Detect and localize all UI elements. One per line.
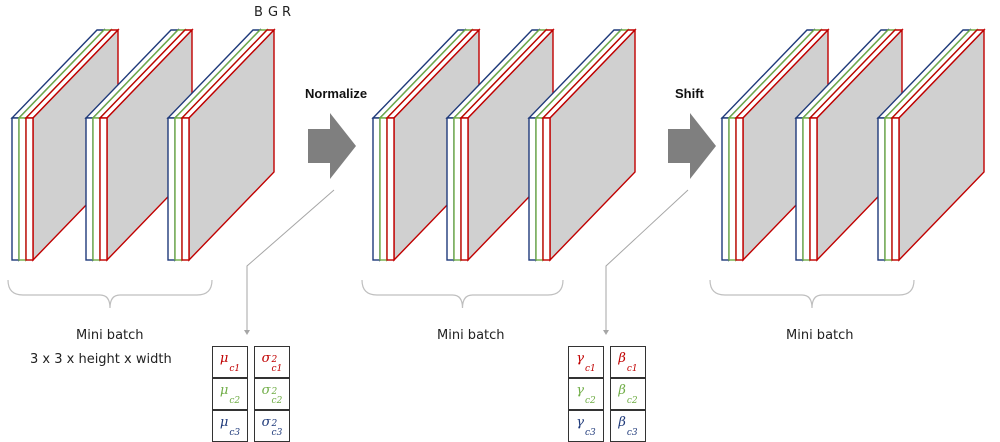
sample-volume	[794, 28, 904, 262]
channel-slab-front	[802, 117, 811, 261]
batch-brace	[709, 279, 915, 309]
channel-slab-front	[18, 117, 27, 261]
sample-volume	[720, 28, 830, 262]
channel-letter-r: R	[282, 5, 292, 20]
channel-slab-front	[721, 117, 730, 261]
leader-arrowhead	[244, 330, 250, 335]
sample-volume	[166, 28, 276, 262]
batch-brace	[7, 279, 213, 309]
batch-1-subcaption: 3 x 3 x height x width	[30, 352, 172, 367]
channel-slab-front	[884, 117, 893, 261]
leader-lines	[244, 189, 689, 335]
channel-slab-front	[728, 117, 737, 261]
batch-1-caption: Mini batch	[76, 328, 144, 343]
channel-slab-front	[174, 117, 183, 261]
symbol-cell: μ c3	[212, 410, 248, 442]
symbol-cell: β c3	[610, 410, 646, 442]
channel-slab-front	[528, 117, 537, 261]
batch-2-caption: Mini batch	[437, 328, 505, 343]
channel-slab-front	[460, 117, 469, 261]
sample-volume	[527, 28, 637, 262]
channel-slab-front	[535, 117, 544, 261]
channel-slab-front	[85, 117, 94, 261]
symbol-cell: γ c1	[568, 346, 604, 378]
channel-slab-front	[11, 117, 20, 261]
channel-slab-front	[809, 117, 818, 261]
sample-volume	[445, 28, 555, 262]
channel-slab-front	[379, 117, 388, 261]
channel-slab-front	[386, 117, 395, 261]
sample-volume	[876, 28, 986, 262]
channel-slab-front	[795, 117, 804, 261]
channel-slab-front	[167, 117, 176, 261]
channel-slab-front	[99, 117, 108, 261]
shift-label: Shift	[675, 86, 704, 101]
channel-slab-front	[25, 117, 34, 261]
symbol-cell: β c1	[610, 346, 646, 378]
normalize-label: Normalize	[305, 86, 368, 101]
channel-slab-front	[877, 117, 886, 261]
channel-slab-front	[372, 117, 381, 261]
channel-slab-front	[891, 117, 900, 261]
batch-3-caption: Mini batch	[786, 328, 854, 343]
symbol-cell: γ c2	[568, 378, 604, 410]
symbol-cell: β c2	[610, 378, 646, 410]
step-arrows	[308, 113, 716, 179]
step-arrow	[668, 113, 716, 179]
channel-slab-front	[542, 117, 551, 261]
leader-arrowhead	[603, 330, 609, 335]
channel-slab-front	[92, 117, 101, 261]
channel-letter-b: B	[254, 5, 263, 20]
symbol-cell: μ c2	[212, 378, 248, 410]
image-volumes	[10, 28, 986, 262]
channel-slab-front	[446, 117, 455, 261]
channel-slab-front	[735, 117, 744, 261]
symbol-cell: μ c1	[212, 346, 248, 378]
sample-volume	[84, 28, 194, 262]
channel-slab-front	[181, 117, 190, 261]
step-arrow	[308, 113, 356, 179]
sample-volume	[10, 28, 120, 262]
batch-braces	[7, 279, 915, 309]
leader-line	[246, 189, 335, 330]
symbol-cell: γ c3	[568, 410, 604, 442]
batch-brace	[361, 279, 564, 309]
channel-letter-g: G	[268, 5, 279, 20]
leader-line	[605, 189, 689, 330]
channel-slab-front	[453, 117, 462, 261]
